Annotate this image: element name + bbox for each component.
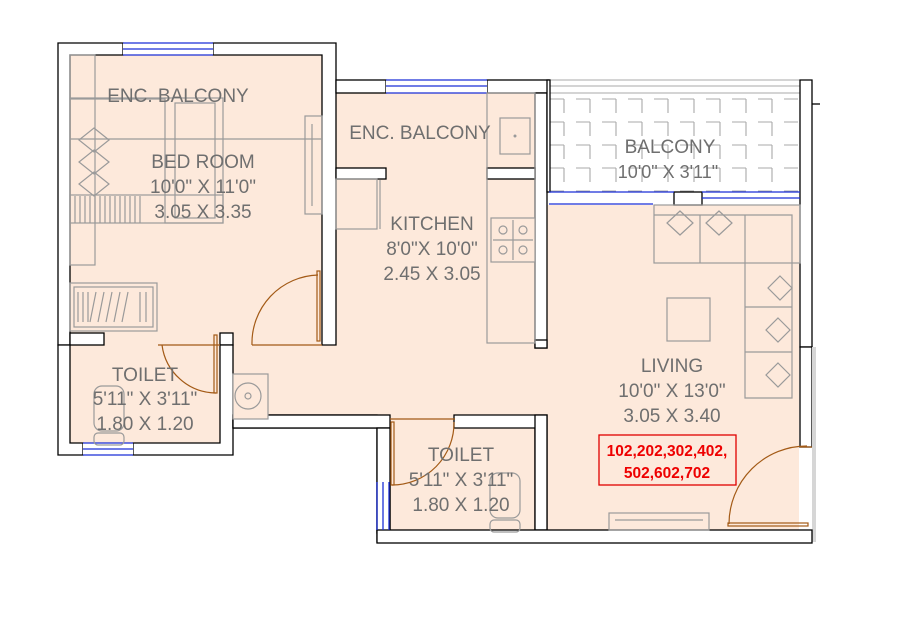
- living-size-m: 3.05 X 3.40: [623, 406, 720, 427]
- bed-enc-balcony-label: ENC. BALCONY: [107, 86, 249, 107]
- bedroom-size-m: 3.05 X 3.35: [154, 202, 251, 223]
- kitchen-size-ft: 8'0"X 10'0": [386, 239, 478, 260]
- room-labels: ENC. BALCONY BED ROOM 10'0" X 11'0" 3.05…: [93, 86, 726, 516]
- living-size-ft: 10'0" X 13'0": [618, 381, 725, 402]
- toilet-fixtures: [93, 373, 521, 533]
- bedroom-name: BED ROOM: [151, 152, 254, 173]
- toilet-1-name: TOILET: [112, 365, 179, 386]
- tv-unit: [608, 512, 710, 531]
- unit-numbers-box: 102,202,302,402, 502,602,702: [598, 434, 737, 486]
- toilet-2-size-m: 1.80 X 1.20: [412, 495, 509, 516]
- toilet-1-size-ft: 5'11" X 3'11": [93, 389, 198, 410]
- toilet-2-name: TOILET: [428, 445, 495, 466]
- bedroom-size-ft: 10'0" X 11'0": [150, 177, 256, 198]
- pillow-icon: [78, 127, 110, 197]
- kitchen-enc-balcony-label: ENC. BALCONY: [349, 123, 491, 144]
- bedroom-door: [251, 270, 322, 346]
- toilet-1-door: [158, 334, 220, 394]
- kitchen-furniture: [335, 92, 536, 344]
- unit-numbers-line-2: 502,602,702: [624, 465, 710, 482]
- bedroom-furniture: [69, 54, 323, 332]
- kitchen-size-m: 2.45 X 3.05: [383, 264, 480, 285]
- balcony-name: BALCONY: [625, 137, 716, 158]
- living-name: LIVING: [641, 356, 703, 377]
- unit-numbers-line-1: 102,202,302,402,: [607, 443, 728, 460]
- windows: [83, 42, 800, 530]
- balcony-size-ft: 10'0" X 3'11": [618, 162, 718, 182]
- doors: [158, 270, 812, 527]
- main-entrance-door: [727, 445, 812, 527]
- cushion-icon: [666, 210, 793, 388]
- toilet-1-size-m: 1.80 X 1.20: [96, 414, 193, 435]
- toilet-2-door: [390, 418, 455, 486]
- living-furniture: [608, 204, 801, 531]
- coffee-table: [666, 297, 711, 342]
- balcony-tile-grid: [549, 79, 800, 192]
- kitchen-name: KITCHEN: [390, 214, 473, 235]
- toilet-2-size-ft: 5'11" X 3'11": [409, 470, 514, 491]
